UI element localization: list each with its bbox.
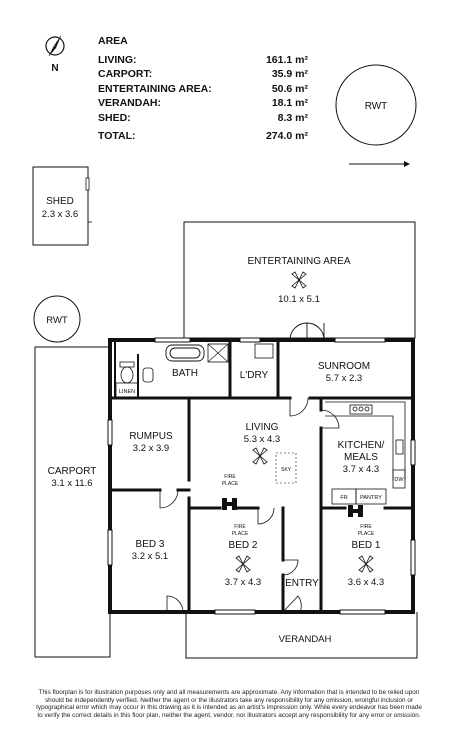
sunroom-name: SUNROOM (318, 361, 370, 372)
area-label: LIVING: (98, 53, 137, 66)
living-dims: 5.3 x 4.3 (244, 434, 280, 445)
area-row-shed: SHED: 8.3 m² (98, 111, 308, 126)
bed1-dims: 3.6 x 4.3 (348, 577, 384, 588)
fireplace-living-line2: PLACE (222, 481, 239, 487)
disclaimer-text: This floorplan is for illustration purpo… (36, 689, 422, 719)
shower-icon (207, 343, 229, 363)
laundry-name: L'DRY (240, 370, 269, 381)
laundry-tub-icon (254, 343, 274, 359)
fireplace-icon (222, 498, 237, 510)
linen-label: LINEN (119, 389, 135, 395)
house-walls (108, 338, 415, 614)
entry-name: ENTRY (285, 578, 319, 589)
ceiling-fan-icon (291, 271, 307, 289)
kitchen-name-line2: MEALS (344, 452, 378, 463)
area-value: 161.1 m² (265, 53, 308, 66)
rainwater-tank-left (33, 295, 81, 343)
shed-name: SHED (46, 196, 74, 207)
fireplace-bed2-line1: FIRE (234, 524, 246, 530)
area-label: SHED: (98, 111, 131, 124)
fridge-label: FR (340, 495, 347, 501)
area-row-verandah: VERANDAH: 18.1 m² (98, 96, 308, 111)
ceiling-fan-icon (235, 555, 251, 573)
rwt-top-label: RWT (365, 101, 388, 112)
pantry-label: PANTRY (360, 495, 382, 501)
area-label: VERANDAH: (98, 97, 161, 110)
entertaining-dims: 10.1 x 5.1 (278, 294, 320, 305)
rumpus-name: RUMPUS (129, 431, 173, 442)
rwt-left-label: RWT (46, 315, 68, 326)
area-value: 18.1 m² (271, 97, 308, 110)
shed-outline (32, 166, 89, 246)
verandah-outline (185, 612, 418, 659)
rainwater-tank-top (335, 64, 417, 146)
area-row-entertaining: ENTERTAINING AREA: 50.6 m² (98, 82, 308, 97)
sunroom-dims: 5.7 x 2.3 (326, 373, 362, 384)
area-value: 35.9 m² (271, 68, 308, 81)
ceiling-fan-icon (358, 555, 374, 573)
door-swings (159, 397, 340, 613)
shed-door (85, 177, 90, 191)
fireplace-icon (348, 505, 363, 517)
dishwasher-label: DW (394, 477, 404, 483)
ceiling-fan-icon (252, 447, 268, 465)
entertaining-name: ENTERTAINING AREA (248, 256, 351, 267)
north-compass-icon (45, 35, 65, 57)
area-total-value: 274.0 m² (265, 129, 308, 142)
fireplace-living-line1: FIRE (224, 474, 236, 480)
kitchen-name-line1: KITCHEN/ (338, 440, 385, 451)
bath-name: BATH (172, 368, 198, 379)
fireplace-bed2-line2: PLACE (232, 531, 249, 537)
kitchen-bench (325, 401, 406, 505)
bed2-name: BED 2 (229, 540, 258, 551)
skylight (275, 452, 297, 484)
bed3-name: BED 3 (136, 539, 165, 550)
area-value: 8.3 m² (277, 111, 308, 124)
linen-cupboard (115, 382, 139, 398)
fireplace-bed1-line2: PLACE (358, 531, 375, 537)
north-label: N (51, 63, 58, 74)
rumpus-dims: 3.2 x 3.9 (133, 443, 169, 454)
bed2-dims: 3.7 x 4.3 (225, 577, 261, 588)
sunroom-doors-icon (289, 322, 325, 341)
verandah-name: VERANDAH (279, 634, 332, 645)
bathtub-icon (165, 344, 205, 362)
area-label: ENTERTAINING AREA: (98, 82, 212, 95)
windows (107, 337, 416, 615)
area-row-living: LIVING: 161.1 m² (98, 53, 308, 68)
toilet-icon (119, 361, 135, 384)
area-table: AREA LIVING: 161.1 m² CARPORT: 35.9 m² ENT… (98, 34, 308, 143)
carport-dims: 3.1 x 11.6 (51, 478, 92, 489)
area-row-total: TOTAL: 274.0 m² (98, 129, 308, 144)
area-total-label: TOTAL: (98, 129, 136, 142)
bed3-dims: 3.2 x 5.1 (132, 551, 168, 562)
area-value: 50.6 m² (271, 82, 308, 95)
carport-name: CARPORT (48, 466, 97, 477)
area-label: CARPORT: (98, 68, 153, 81)
shed-dims: 2.3 x 3.6 (42, 209, 78, 220)
skylight-label: SKY (281, 467, 292, 473)
arrow-right-icon (349, 161, 410, 167)
area-row-carport: CARPORT: 35.9 m² (98, 67, 308, 82)
carport-outline (34, 346, 111, 658)
bed1-name: BED 1 (352, 540, 381, 551)
fireplace-bed1-line1: FIRE (360, 524, 372, 530)
living-name: LIVING (246, 422, 279, 433)
basin-icon (142, 367, 154, 383)
area-title: AREA (98, 35, 128, 47)
kitchen-dims: 3.7 x 4.3 (343, 464, 379, 475)
